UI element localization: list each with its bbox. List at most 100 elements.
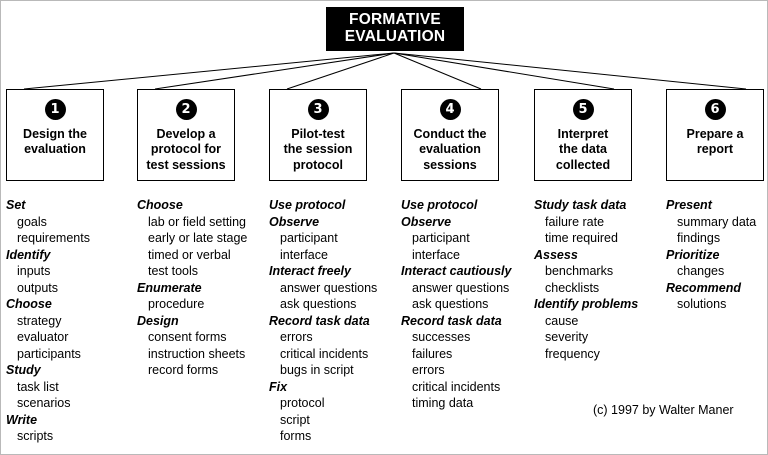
detail-group-item: consent forms [148,330,227,344]
detail-group-item: requirements [17,231,90,245]
detail-group-item: task list [17,379,59,394]
step-title-line: the session [283,142,353,157]
detail-group-item: participant [280,231,338,245]
diagram-title: FORMATIVE EVALUATION [326,7,464,51]
detail-group-heading: Identify [6,247,51,262]
copyright-notice: (c) 1997 by Walter Maner [593,403,734,417]
detail-group-item: outputs [17,280,59,295]
detail-group-item: goals [17,214,47,229]
step-number-badge-icon: 3 [307,99,329,120]
detail-group-item: answer questions [280,280,378,295]
detail-group-heading: Observe [401,214,452,229]
connector-line-step-1 [23,52,395,90]
detail-group-item: failure rate [545,214,605,229]
step-title-line: Design the [23,127,87,141]
detail-group-heading: Assess [534,247,578,262]
step-title-line: Conduct the [413,127,487,141]
detail-group-item: lab or field setting [148,214,246,229]
step-number-badge-icon: 1 [44,99,66,120]
detail-group-heading: Study [6,363,41,377]
detail-group-item: test tools [148,264,199,278]
detail-group-item: errors [412,363,445,377]
detail-group-item: frequency [545,346,600,361]
step-title-line: protocol for [150,142,222,157]
detail-group-heading: Record task data [269,313,370,328]
detail-group-item: scenarios [17,396,71,410]
title-line-1: FORMATIVE [349,11,441,29]
detail-group-item: early or late stage [148,231,248,245]
detail-group-item: interface [280,247,328,262]
detail-group-item: forms [280,429,312,443]
step-title-line: Develop a [156,127,216,141]
detail-group-item: bugs in script [280,363,354,377]
detail-group-item: failures [412,346,453,361]
detail-group-heading: Design [137,313,179,328]
detail-group-item: benchmarks [545,264,614,278]
title-line-2: EVALUATION [344,28,446,45]
detail-group-heading: Use protocol [401,198,478,212]
detail-group-item: participants [17,346,81,361]
step-title-line: test sessions [146,157,226,172]
detail-group-item: timed or verbal [148,247,231,262]
detail-group-item: severity [545,330,589,344]
detail-group-item: protocol [280,396,325,410]
step-title-line: Interpret [557,127,609,141]
detail-group-item: instruction sheets [148,346,246,361]
detail-group-item: scripts [17,429,54,443]
detail-group-item: ask questions [412,297,489,311]
detail-group-item: evaluator [17,330,69,344]
detail-group-item: time required [545,231,618,245]
detail-group-item: answer questions [412,280,510,295]
step-number-badge-icon: 6 [704,99,726,120]
detail-group-item: strategy [17,313,62,328]
detail-group-heading: Use protocol [269,198,346,212]
detail-group-heading: Set [6,198,26,212]
step-title-line: collected [555,157,611,172]
detail-group-heading: Fix [269,379,288,394]
detail-group-item: critical incidents [412,379,501,394]
detail-group-heading: Record task data [401,313,502,328]
detail-group-heading: Choose [6,297,52,311]
connector-line-step-3 [286,52,395,90]
detail-group-item: record forms [148,363,219,377]
detail-group-item: findings [677,231,721,245]
detail-group-item: errors [280,330,313,344]
detail-group-item: script [280,412,310,427]
detail-group-item: critical incidents [280,346,369,361]
detail-group-item: procedure [148,297,205,311]
detail-group-heading: Interact cautiously [401,264,512,278]
detail-group-heading: Interact freely [269,264,351,278]
step-title-line: evaluation [419,142,481,157]
step-title-line: the data [559,142,607,157]
detail-group-heading: Enumerate [137,280,202,295]
detail-group-heading: Present [666,198,712,212]
detail-group-item: checklists [545,280,600,295]
detail-group-heading: Write [6,412,38,427]
detail-group-item: cause [545,313,579,328]
step-number-badge-icon: 4 [439,99,461,120]
detail-group-heading: Recommend [666,280,742,295]
detail-group-item: timing data [412,396,474,410]
step-title-line: Pilot-test [291,127,345,141]
step-title-line: sessions [423,157,477,172]
connector-line-step-4 [393,52,482,90]
detail-group-item: inputs [17,264,51,278]
detail-group-heading: Prioritize [666,247,720,262]
